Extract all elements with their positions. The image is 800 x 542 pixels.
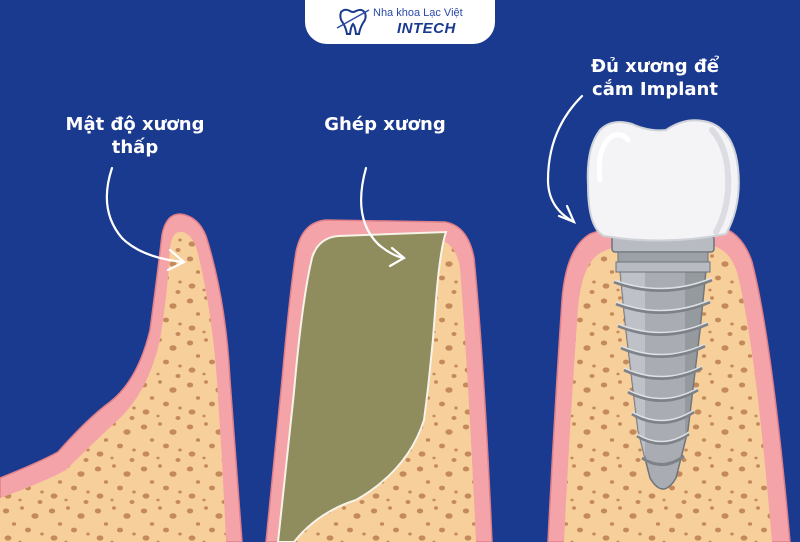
label-enough-bone: Đủ xương để cắm Implant [590,56,719,100]
panel-bone-graft [265,219,493,542]
arrow-low-density [105,166,186,264]
brand-logo: Nha khoa Lạc Việt INTECH [305,0,495,44]
arrow-implant-head [557,204,577,225]
arrow-implant [546,94,584,224]
graft-material [276,230,448,542]
arrow-low-density-head [166,248,186,272]
implant-crown-highlight [596,132,631,183]
brand-sub: INTECH [397,20,456,37]
arrow-graft [360,166,406,260]
implant-crown [586,119,740,242]
label-bone-graft: Ghép xương [324,114,446,135]
panel-implant [547,119,791,542]
brand-name: Nha khoa Lạc Việt [373,7,463,19]
implant-crown-shadow [709,127,732,235]
tooth-logo-icon [336,8,370,35]
arrow-graft-head [388,246,406,268]
panel-low-density [0,213,243,542]
bone-left-spots [0,231,226,542]
label-low-density: Mật độ xương thấp [65,114,205,158]
